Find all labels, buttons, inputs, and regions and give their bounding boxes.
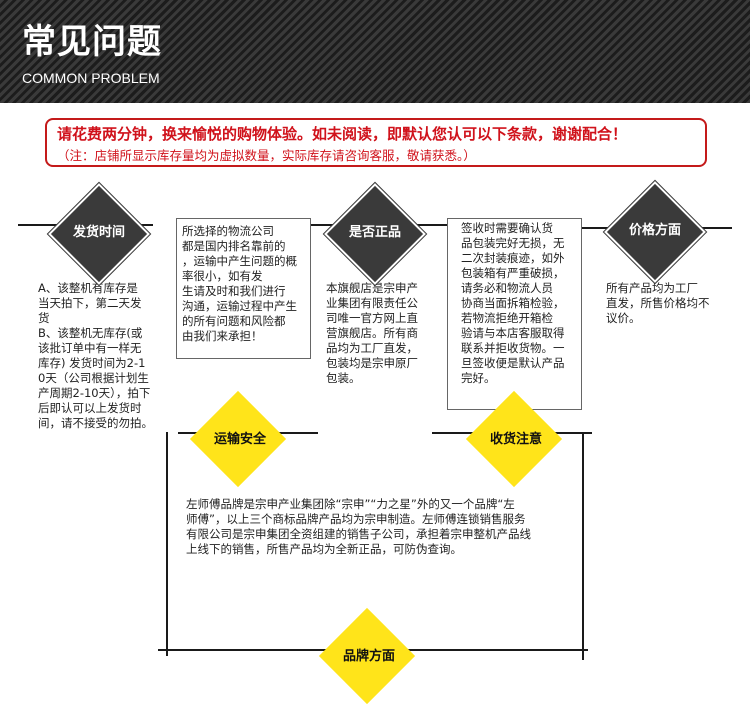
page-title: 常见问题 (22, 22, 162, 62)
receipt-label: 收货注意 (489, 432, 542, 447)
price-label: 价格方面 (628, 223, 681, 238)
genuine-label: 是否正品 (348, 225, 401, 240)
brand-text: 左师傅品牌是宗申产业集团除“宗申”“力之星”外的又一个品牌“左 师傅”，以上三个… (186, 497, 531, 556)
transport-text-box (176, 218, 311, 359)
receipt-text: 签收时需要确认货 品包装完好无损，无 二次封装痕迹，如外 包装箱有严重破损， 请… (461, 221, 565, 385)
connector-line (166, 432, 168, 656)
genuine-text: 本旗舰店是宗申产 业集团有限责任公 司唯一官方网上直 营旗舰店。所有商 品均为工… (326, 281, 418, 385)
brand-label: 品牌方面 (342, 649, 395, 664)
notice-headline: 请花费两分钟，换来愉悦的购物体验。如未阅读，即默认您认可以下条款，谢谢配合！ (57, 125, 628, 143)
page-subtitle: COMMON PROBLEM (22, 70, 160, 86)
notice-note: （注：店铺所显示库存量均为虚拟数量，实际库存请咨询客服，敬请获悉。） (57, 148, 476, 163)
connector-line (582, 432, 584, 660)
price-text: 所有产品均为工厂 直发，所售价格均不 议价。 (606, 281, 710, 325)
shipping-label: 发货时间 (72, 225, 125, 240)
shipping-text: A、该整机有库存是 当天拍下，第二天发 货 B、该整机无库存(或 该批订单中有一… (38, 281, 153, 430)
notice-box: 请花费两分钟，换来愉悦的购物体验。如未阅读，即默认您认可以下条款，谢谢配合！ （… (45, 118, 707, 167)
header-banner: 常见问题 COMMON PROBLEM (0, 0, 750, 103)
transport-label: 运输安全 (213, 432, 266, 447)
transport-text: 所选择的物流公司 都是国内排名靠前的 ，运输中产生问题的概 率很小，如有发 生请… (182, 224, 297, 343)
